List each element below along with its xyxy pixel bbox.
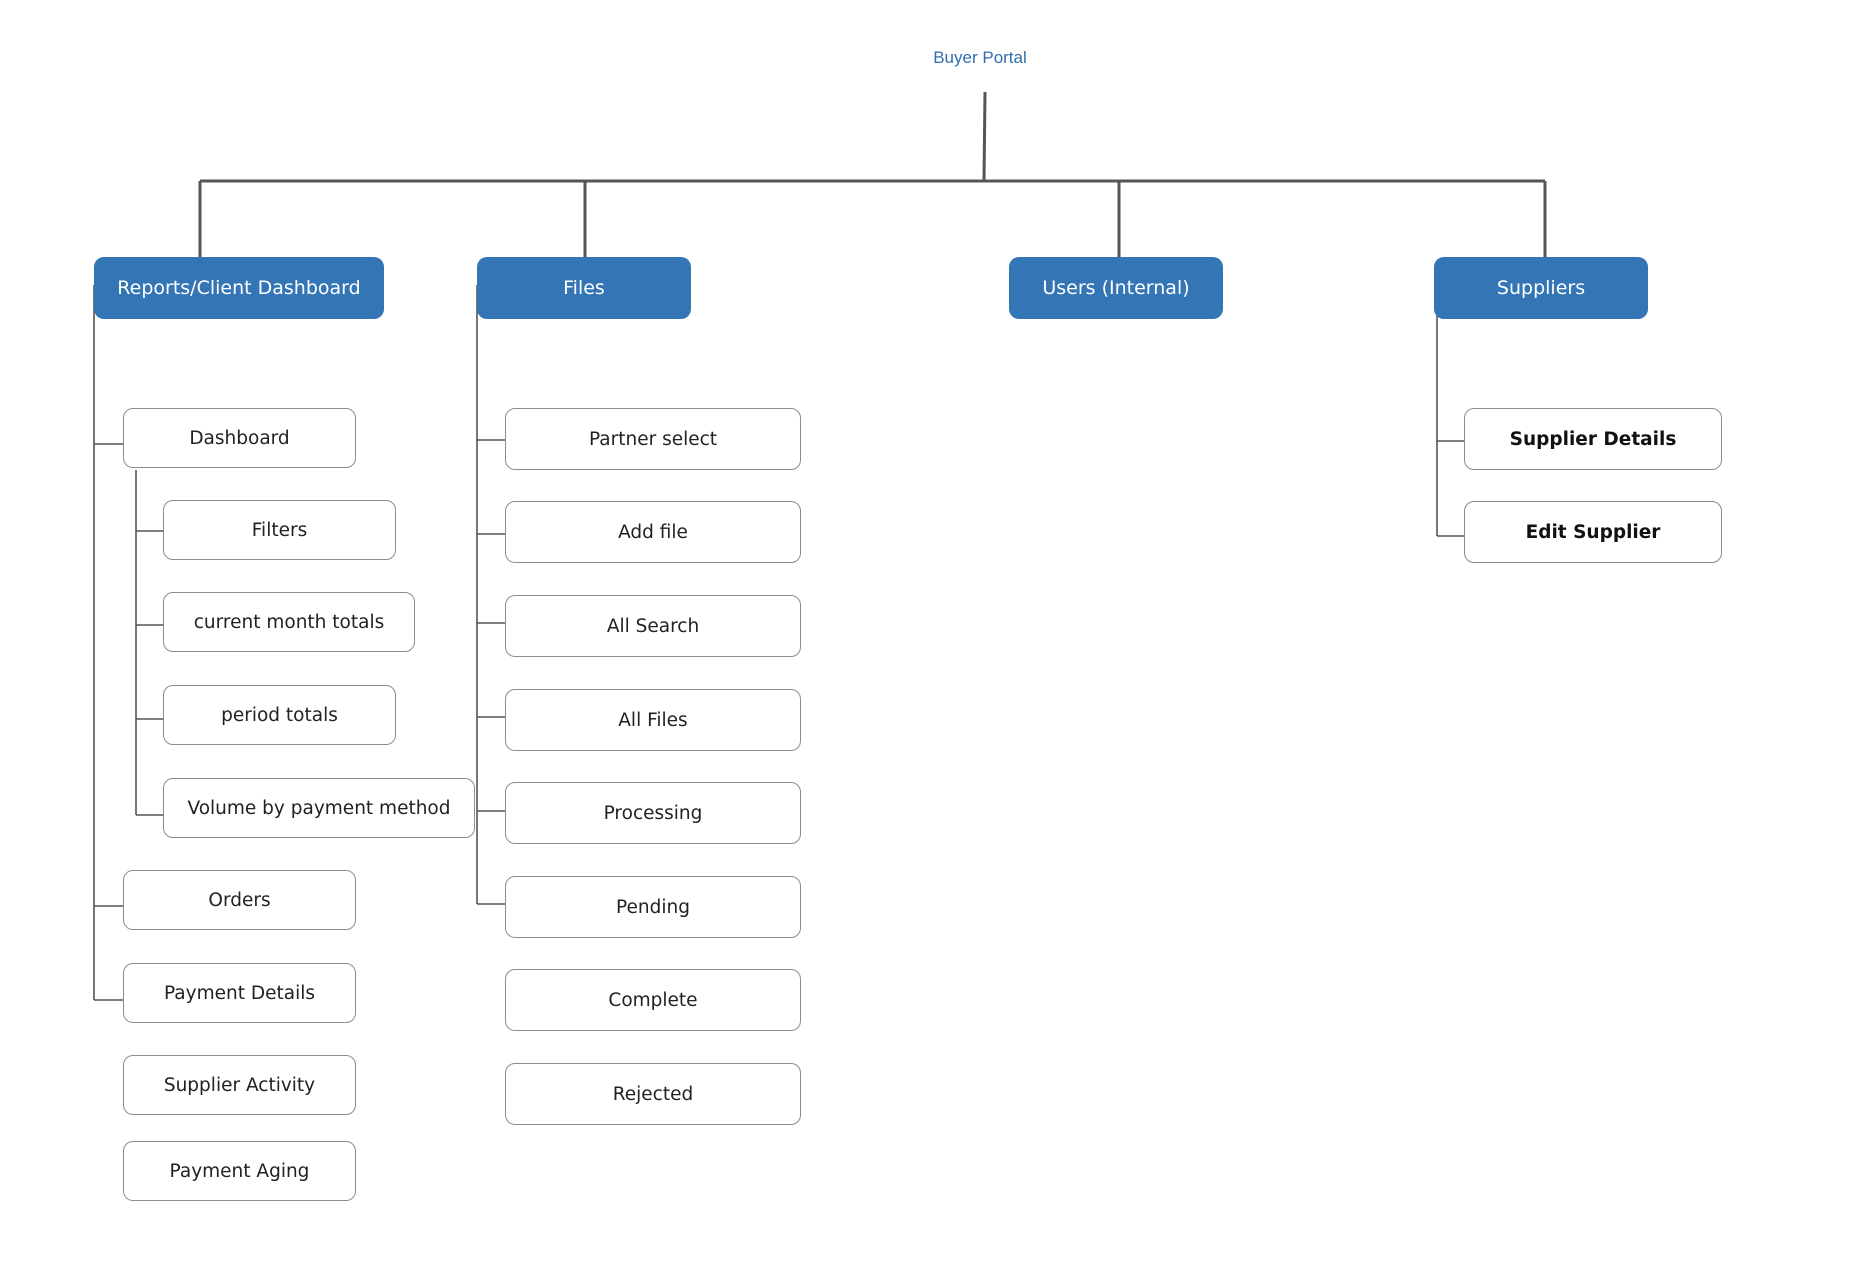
- node-complete[interactable]: Complete: [505, 969, 801, 1031]
- node-rejected[interactable]: Rejected: [505, 1063, 801, 1125]
- node-edit-supplier[interactable]: Edit Supplier: [1464, 501, 1722, 563]
- node-add-file[interactable]: Add file: [505, 501, 801, 563]
- diagram-title: Buyer Portal: [933, 48, 1027, 67]
- node-partner-select[interactable]: Partner select: [505, 408, 801, 470]
- section-suppliers-label: Suppliers: [1496, 277, 1586, 299]
- node-filters[interactable]: Filters: [163, 500, 396, 560]
- section-users[interactable]: Users (Internal): [1009, 257, 1223, 319]
- node-volume-by-payment-method[interactable]: Volume by payment method: [163, 778, 475, 838]
- section-reports-label: Reports/Client Dashboard: [117, 277, 361, 299]
- node-dashboard[interactable]: Dashboard: [123, 408, 356, 468]
- node-pending[interactable]: Pending: [505, 876, 801, 938]
- node-processing[interactable]: Processing: [505, 782, 801, 844]
- section-files[interactable]: Files: [477, 257, 691, 319]
- node-payment-details[interactable]: Payment Details: [123, 963, 356, 1023]
- section-users-label: Users (Internal): [1042, 277, 1190, 299]
- node-supplier-details[interactable]: Supplier Details: [1464, 408, 1722, 470]
- node-current-month-totals[interactable]: current month totals: [163, 592, 415, 652]
- trunk-line: [982, 91, 987, 182]
- section-suppliers[interactable]: Suppliers: [1434, 257, 1648, 319]
- node-orders[interactable]: Orders: [123, 870, 356, 930]
- section-files-label: Files: [563, 277, 605, 299]
- node-payment-aging[interactable]: Payment Aging: [123, 1141, 356, 1201]
- node-period-totals[interactable]: period totals: [163, 685, 396, 745]
- section-reports[interactable]: Reports/Client Dashboard: [94, 257, 384, 319]
- node-all-files[interactable]: All Files: [505, 689, 801, 751]
- node-supplier-activity[interactable]: Supplier Activity: [123, 1055, 356, 1115]
- node-all-search[interactable]: All Search: [505, 595, 801, 657]
